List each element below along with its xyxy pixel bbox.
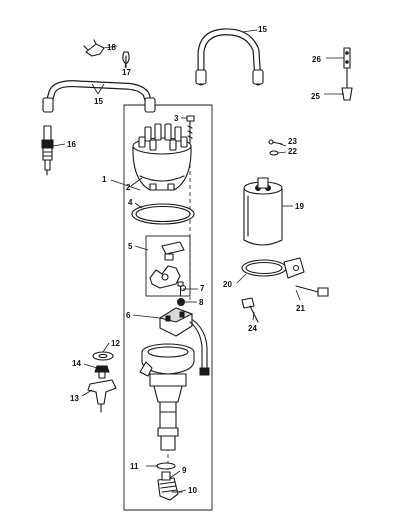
callout-14: 14 (72, 359, 81, 368)
callout-26: 26 (312, 55, 321, 64)
callout-15-top: 15 (258, 25, 267, 34)
callout-9: 9 (182, 466, 187, 475)
callout-3: 3 (174, 114, 179, 123)
coil-bracket (241, 257, 305, 279)
callout-23: 23 (288, 137, 297, 146)
distributor-cap (132, 123, 192, 191)
rotor-kit (145, 235, 191, 297)
distributor-assembly-frame (123, 104, 213, 511)
callout-10: 10 (188, 486, 197, 495)
callout-5: 5 (128, 242, 133, 251)
wire-clip (83, 39, 105, 57)
callout-8: 8 (199, 298, 204, 307)
callout-17: 17 (122, 68, 131, 77)
drive-gear (157, 471, 179, 501)
leader-lines (52, 29, 344, 493)
callout-4: 4 (128, 198, 133, 207)
callout-19: 19 (295, 202, 304, 211)
ignition-module (158, 307, 210, 376)
screw-small (177, 281, 184, 297)
callout-labels: 1 2 3 4 5 6 7 8 9 10 11 12 13 14 15 15 1… (67, 25, 321, 495)
callout-18: 18 (107, 43, 116, 52)
washer-small (177, 298, 185, 306)
callout-1: 1 (102, 175, 107, 184)
callout-21: 21 (296, 304, 305, 313)
callout-22: 22 (288, 147, 297, 156)
hold-down-clamp (87, 379, 117, 413)
callout-7: 7 (200, 284, 205, 293)
clip-screw (122, 51, 130, 69)
ignition-coil (243, 177, 283, 246)
bracket-bolt (295, 285, 329, 297)
coil-terminal-screw (268, 139, 283, 145)
callout-11: 11 (130, 462, 139, 471)
hold-down-washer (92, 351, 114, 361)
high-tension-lead-top (195, 28, 264, 86)
hold-down-stud (94, 365, 110, 379)
callout-24: 24 (248, 324, 257, 333)
callout-12: 12 (111, 339, 120, 348)
cap-screw (186, 115, 195, 144)
ground-strap (341, 47, 353, 101)
cap-gasket (131, 203, 195, 225)
callout-2: 2 (126, 183, 131, 192)
spark-plug (41, 125, 54, 176)
coil-terminal-washer (269, 150, 279, 156)
mounting-bolt (241, 297, 259, 323)
callout-20: 20 (223, 280, 232, 289)
callout-16: 16 (67, 140, 76, 149)
callout-13: 13 (70, 394, 79, 403)
callout-6: 6 (126, 311, 131, 320)
high-tension-lead-left (42, 80, 156, 113)
callout-15-left: 15 (94, 97, 103, 106)
callout-25: 25 (311, 92, 320, 101)
shaft-o-ring (156, 462, 176, 470)
distributor-housing (139, 343, 195, 451)
